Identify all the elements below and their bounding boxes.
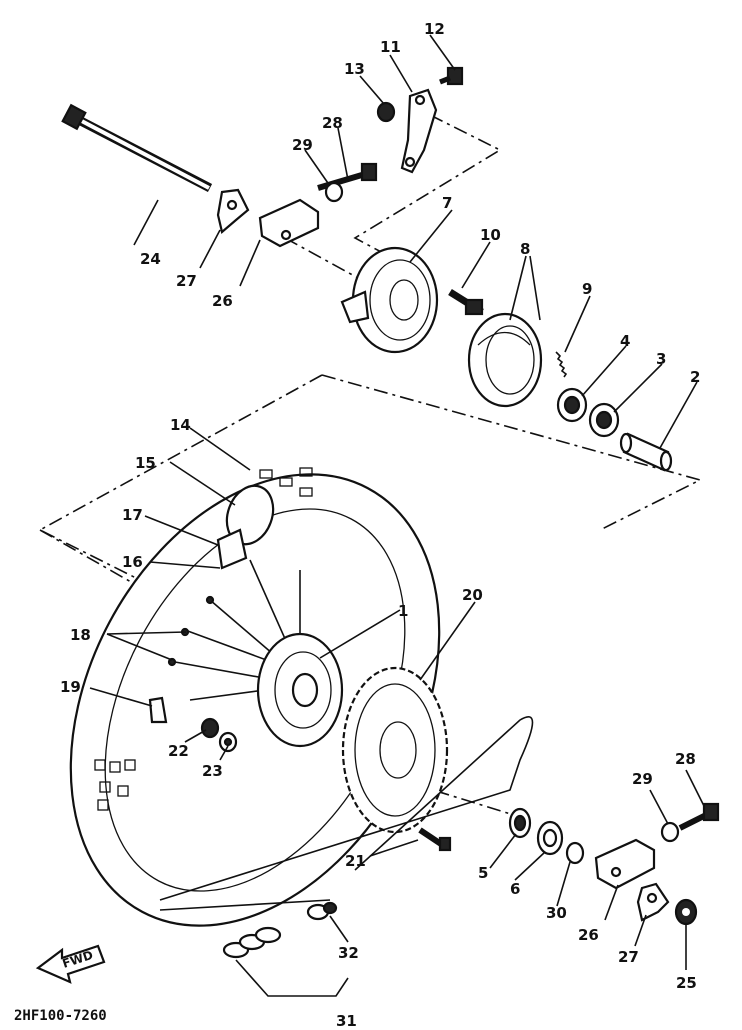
callout-28-upper: 28 xyxy=(322,114,343,132)
chain-adjuster-plate-left xyxy=(216,188,250,235)
axle-nut xyxy=(674,898,698,926)
sprocket-bolt xyxy=(418,827,452,852)
callout-10: 10 xyxy=(480,226,501,244)
callout-29-upper: 29 xyxy=(292,136,313,154)
brake-shoe-plate xyxy=(340,246,439,354)
lever-nut xyxy=(376,101,396,123)
callout-20: 20 xyxy=(462,586,483,604)
callout-8: 8 xyxy=(520,240,530,258)
callout-leaders xyxy=(89,34,705,997)
oil-seal xyxy=(508,807,532,839)
locknut-left xyxy=(324,181,344,203)
callout-18: 18 xyxy=(70,626,91,644)
adjuster-bolt-right xyxy=(678,802,720,831)
callout-labels: 1 2 3 4 5 6 7 8 9 10 11 12 13 14 15 16 1… xyxy=(60,20,700,1030)
bearing-outer xyxy=(588,402,620,438)
chain-adjuster-plate-right xyxy=(636,882,670,922)
brake-shoe-set xyxy=(467,312,543,408)
callout-13: 13 xyxy=(344,60,365,78)
callout-28-lower: 28 xyxy=(675,750,696,768)
callout-26-upper: 26 xyxy=(212,292,233,310)
callout-14: 14 xyxy=(170,416,191,434)
chain-puller-right xyxy=(594,838,656,890)
callout-17: 17 xyxy=(122,506,143,524)
callout-30: 30 xyxy=(546,904,567,922)
sprocket-side-spacer xyxy=(565,841,585,865)
callout-11: 11 xyxy=(380,38,401,56)
callout-2: 2 xyxy=(690,368,700,386)
rim-lock xyxy=(216,528,248,570)
rear-sprocket xyxy=(341,666,449,834)
callout-16: 16 xyxy=(122,553,143,571)
bearing-inner xyxy=(556,387,588,423)
callout-9: 9 xyxy=(582,280,592,298)
drawing-code: 2HF100-7260 xyxy=(14,1008,107,1024)
callout-1: 1 xyxy=(398,602,408,620)
forward-arrow-icon: FWD xyxy=(35,944,106,984)
callout-31: 31 xyxy=(336,1012,357,1030)
wheel-hub xyxy=(256,632,344,748)
callout-23: 23 xyxy=(202,762,223,780)
locknut-right xyxy=(660,821,680,843)
brake-shoe-spring xyxy=(555,351,568,378)
callout-24: 24 xyxy=(140,250,161,268)
callout-26-lower: 26 xyxy=(578,926,599,944)
callout-12: 12 xyxy=(424,20,445,38)
valve-cap xyxy=(148,696,168,724)
callout-21: 21 xyxy=(345,852,366,870)
callout-6: 6 xyxy=(510,880,520,898)
callout-7: 7 xyxy=(442,194,452,212)
brake-cam-lever xyxy=(400,88,438,174)
hub-washer xyxy=(218,731,238,753)
axle-part xyxy=(61,103,213,192)
callout-27-upper: 27 xyxy=(176,272,197,290)
callout-29-lower: 29 xyxy=(632,770,653,788)
callout-32: 32 xyxy=(338,944,359,962)
drive-chain xyxy=(159,716,534,959)
callout-15: 15 xyxy=(135,454,156,472)
callout-3: 3 xyxy=(656,350,666,368)
callout-22: 22 xyxy=(168,742,189,760)
callout-19: 19 xyxy=(60,678,81,696)
lever-bolt xyxy=(439,66,464,86)
adjuster-bolt-left xyxy=(317,162,378,191)
callout-25: 25 xyxy=(676,974,697,992)
chain-puller-left xyxy=(258,198,320,248)
collar xyxy=(536,820,564,856)
chain-master-link xyxy=(306,901,338,921)
callout-5: 5 xyxy=(478,864,488,882)
wheel-spacer xyxy=(619,432,673,472)
brake-camshaft xyxy=(448,289,484,316)
hub-nut xyxy=(200,717,220,739)
callout-4: 4 xyxy=(620,332,630,350)
callout-27-lower: 27 xyxy=(618,948,639,966)
